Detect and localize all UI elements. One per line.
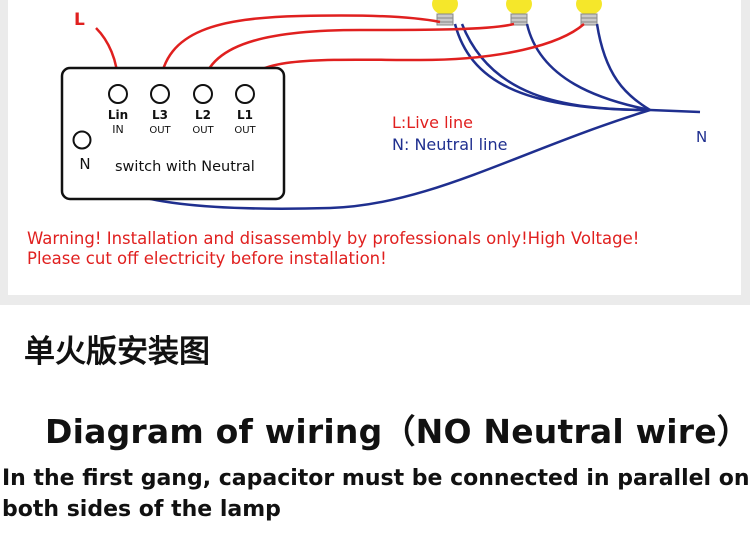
lamp-3 xyxy=(576,0,602,26)
terminal-l3-name: L3 xyxy=(152,108,168,122)
switch-caption: switch with Neutral xyxy=(115,159,255,175)
terminal-lin-sub: IN xyxy=(112,123,123,136)
legend-neutral: N: Neutral line xyxy=(392,135,507,154)
lamp-1 xyxy=(432,0,458,26)
page-title: Diagram of wiring（NO Neutral wire） xyxy=(45,412,750,451)
terminal-l3-sub: OUT xyxy=(149,125,171,136)
switch-neutral-label: N xyxy=(79,155,90,173)
chinese-title: 单火版安装图 xyxy=(24,334,210,370)
live-input-label: L xyxy=(74,10,85,30)
warning-text: Warning! Installation and disassembly by… xyxy=(27,229,639,269)
lamp-2 xyxy=(506,0,532,26)
terminal-lin-name: Lin xyxy=(108,108,128,122)
terminal-l3: L3 OUT xyxy=(149,84,172,136)
installation-note: In the first gang, capacitor must be con… xyxy=(2,466,750,522)
terminal-l2-sub: OUT xyxy=(192,125,214,136)
terminal-l2-name: L2 xyxy=(195,108,211,122)
terminal-lin: Lin IN xyxy=(108,84,128,136)
wiring-diagram: L Lin IN L3 OUT L2 OUT L1 OUT N sw xyxy=(60,0,707,210)
neutral-wires xyxy=(80,23,701,210)
terminal-neutral: N xyxy=(72,130,92,173)
legend-live: L:Live line xyxy=(392,113,473,132)
terminal-l1: L1 OUT xyxy=(234,84,257,136)
neutral-input-label: N xyxy=(696,128,707,146)
warning-line-2: Please cut off electricity before instal… xyxy=(27,249,387,268)
wiring-panel: L Lin IN L3 OUT L2 OUT L1 OUT N sw xyxy=(0,0,750,305)
warning-line-1: Warning! Installation and disassembly by… xyxy=(27,229,640,248)
terminal-l1-name: L1 xyxy=(237,108,253,122)
terminal-l2: L2 OUT xyxy=(192,84,215,136)
terminal-l1-sub: OUT xyxy=(234,125,256,136)
